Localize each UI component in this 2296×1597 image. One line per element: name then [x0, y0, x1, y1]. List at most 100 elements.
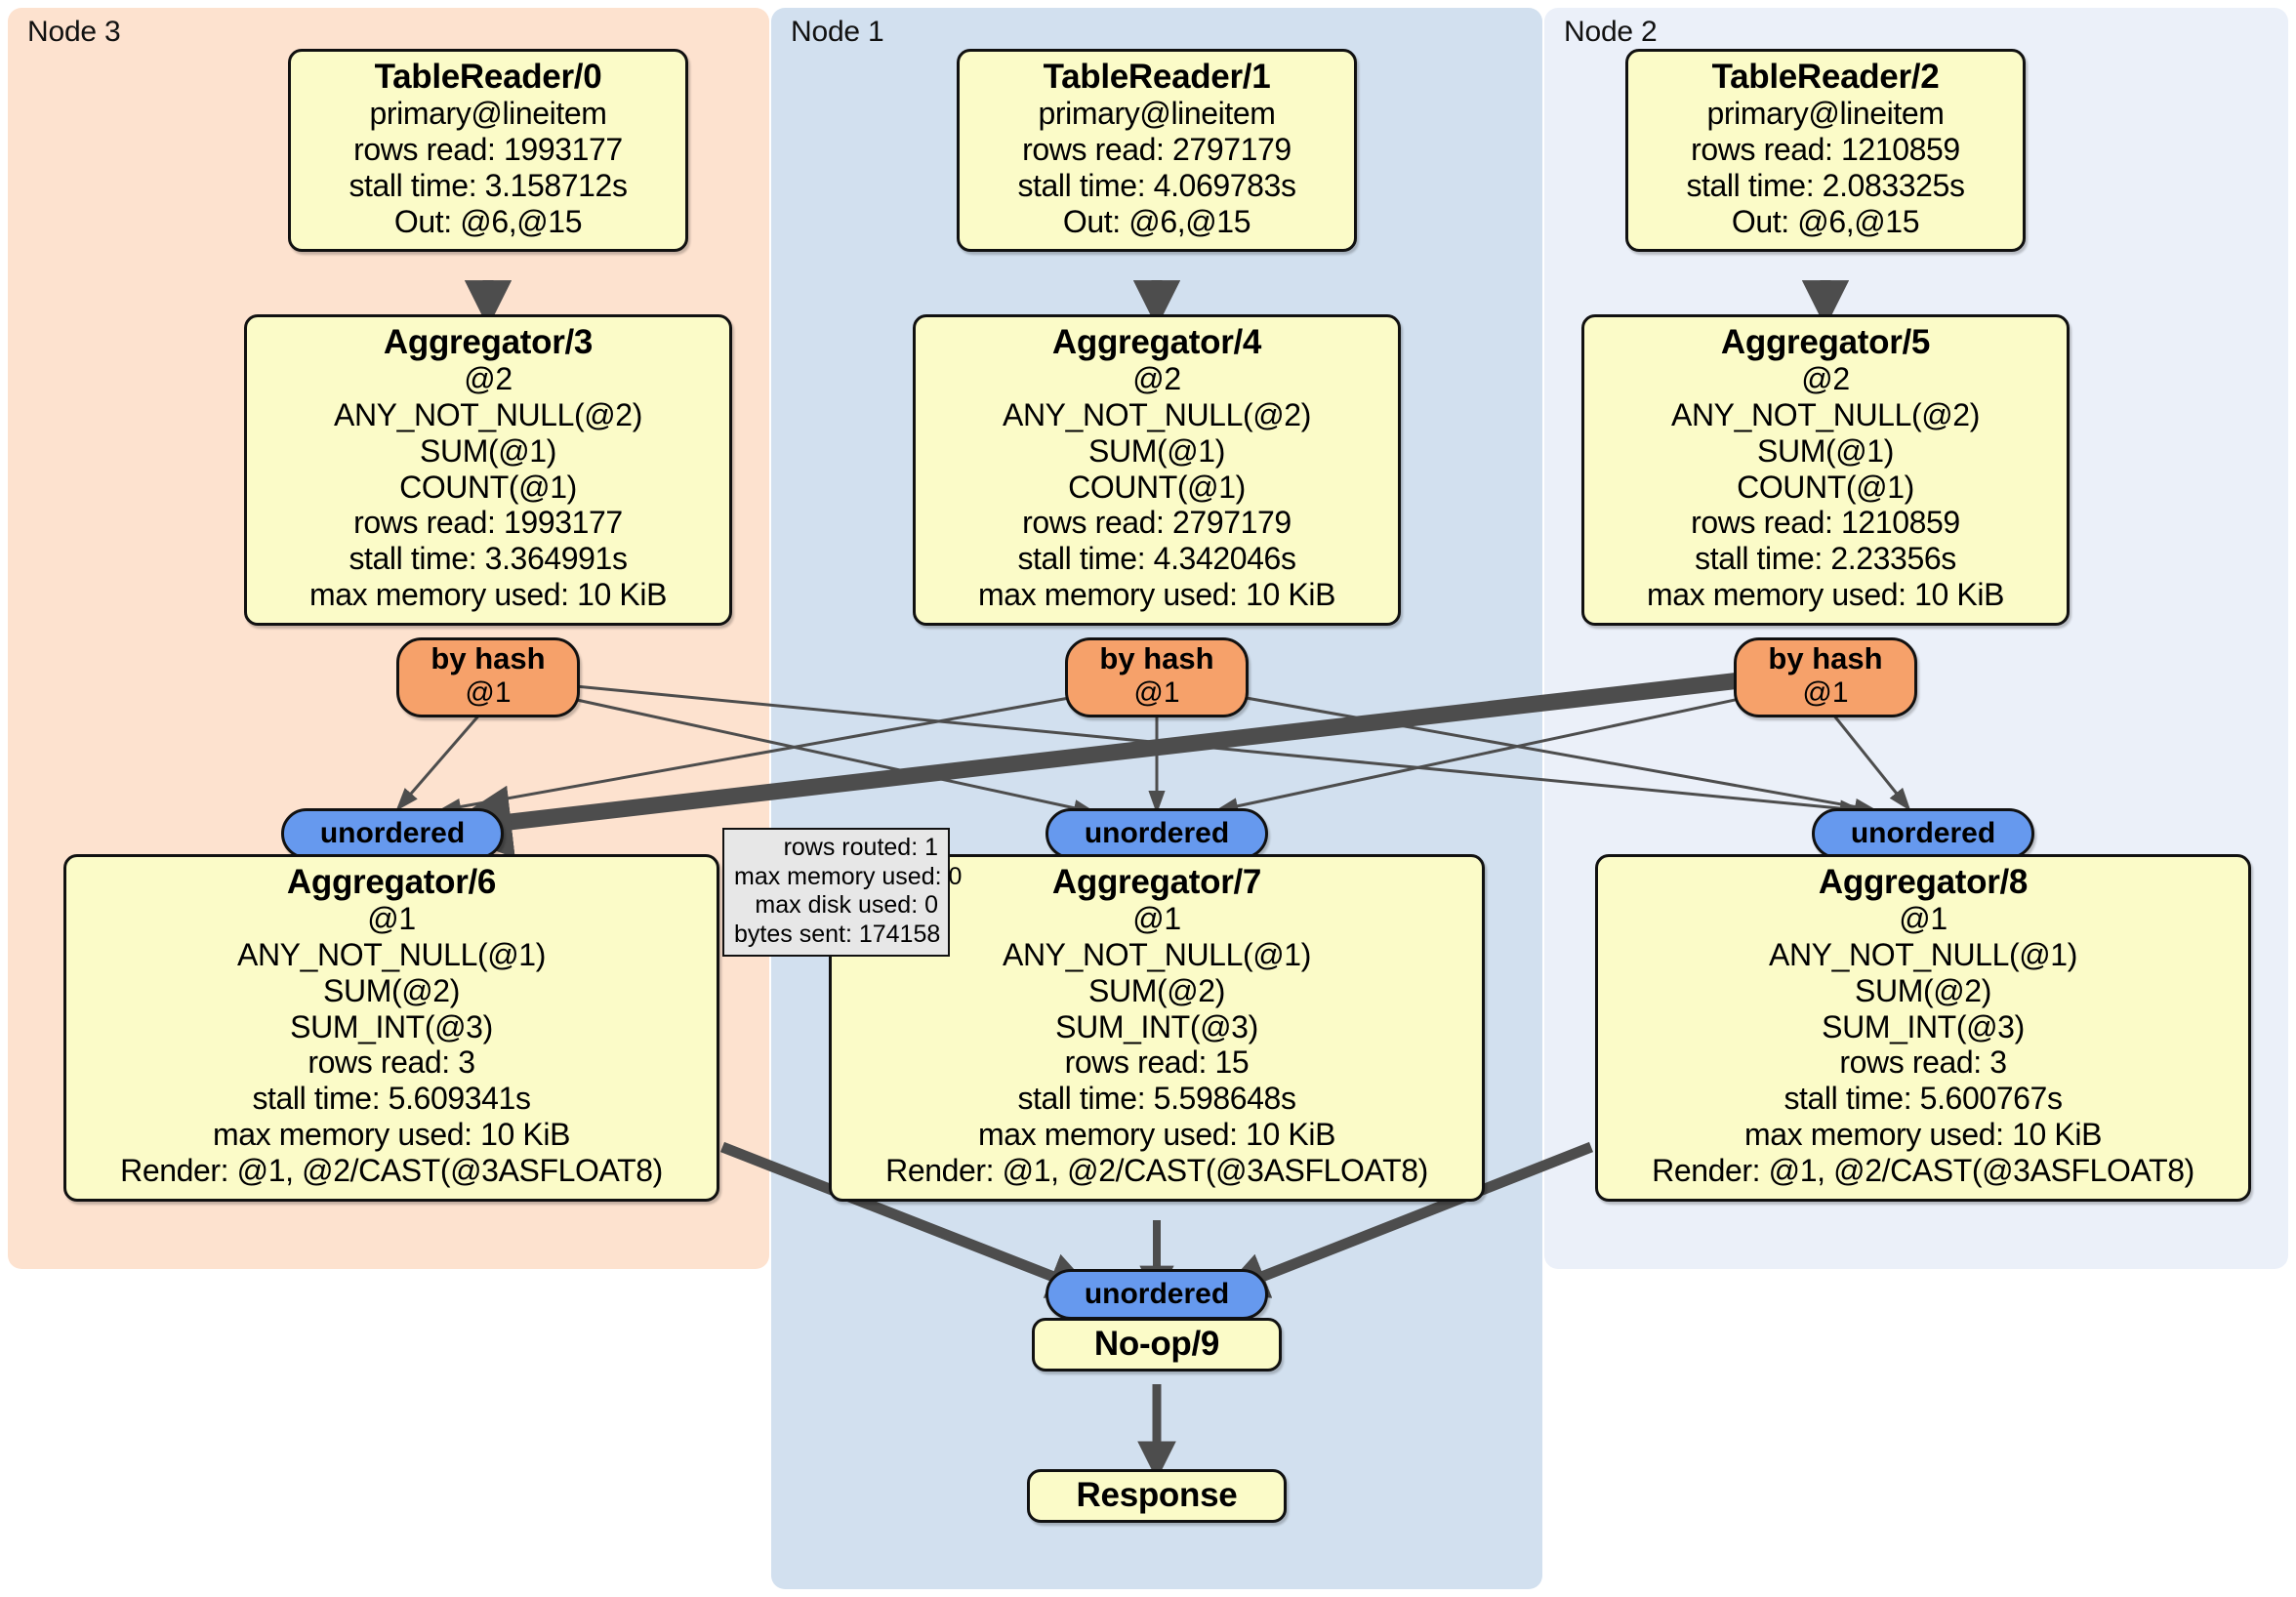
processor-detail: rows read: 15 — [1064, 1044, 1250, 1081]
cluster-label-node1: Node 1 — [791, 16, 884, 48]
processor-aggregator-3[interactable]: Aggregator/3 @2 ANY_NOT_NULL(@2) SUM(@1)… — [244, 314, 732, 626]
processor-title: No-op/9 — [1093, 1325, 1220, 1363]
processor-detail: primary@lineitem — [1706, 96, 1945, 132]
stat-bytes-sent: bytes sent: 174158 — [734, 920, 941, 948]
processor-detail: ANY_NOT_NULL(@2) — [1671, 396, 1980, 432]
processor-noop-9[interactable]: No-op/9 — [1032, 1318, 1282, 1372]
processor-title: Aggregator/4 — [1051, 323, 1262, 361]
processor-detail: max memory used: 10 KiB — [1743, 1116, 2103, 1152]
router-column: @1 — [465, 676, 512, 709]
processor-detail: @2 — [464, 361, 512, 397]
processor-aggregator-6[interactable]: Aggregator/6 @1 ANY_NOT_NULL(@1) SUM(@2)… — [63, 854, 719, 1202]
processor-title: Aggregator/6 — [286, 863, 497, 901]
cluster-label-node3: Node 3 — [27, 16, 121, 48]
stat-rows-routed: rows routed: 1 — [783, 834, 938, 861]
synchronizer-unordered-left[interactable]: unordered — [281, 808, 504, 859]
processor-detail: SUM_INT(@3) — [290, 1008, 493, 1044]
cluster-label-node2: Node 2 — [1564, 16, 1658, 48]
processor-detail: stall time: 5.600767s — [1784, 1081, 2063, 1117]
processor-detail: @2 — [1801, 361, 1850, 397]
processor-detail: Render: @1, @2/CAST(@3ASFLOAT8) — [1652, 1152, 2194, 1188]
processor-detail: max memory used: 10 KiB — [977, 1116, 1336, 1152]
processor-detail: Render: @1, @2/CAST(@3ASFLOAT8) — [885, 1152, 1428, 1188]
processor-detail: stall time: 2.083325s — [1686, 167, 1965, 203]
processor-detail: stall time: 2.23356s — [1695, 541, 1956, 577]
processor-detail: rows read: 1993177 — [353, 505, 623, 541]
processor-detail: SUM(@2) — [1855, 972, 1991, 1008]
stat-max-memory-used: max memory used: 0 — [734, 862, 963, 890]
processor-aggregator-7[interactable]: Aggregator/7 @1 ANY_NOT_NULL(@1) SUM(@2)… — [829, 854, 1485, 1202]
processor-title: TableReader/1 — [1043, 58, 1271, 96]
processor-detail: COUNT(@1) — [1737, 469, 1914, 505]
processor-detail: Out: @6,@15 — [1731, 203, 1920, 239]
router-column: @1 — [1133, 676, 1180, 709]
processor-detail: max memory used: 10 KiB — [212, 1116, 571, 1152]
synchronizer-label: unordered — [1084, 817, 1230, 849]
processor-detail: rows read: 2797179 — [1022, 505, 1292, 541]
router-column: @1 — [1802, 676, 1849, 709]
synchronizer-unordered-final[interactable]: unordered — [1046, 1269, 1268, 1320]
stat-max-disk-used: max disk used: 0 — [755, 891, 938, 919]
processor-detail: primary@lineitem — [369, 96, 607, 132]
processor-detail: SUM(@1) — [1088, 432, 1225, 469]
processor-aggregator-8[interactable]: Aggregator/8 @1 ANY_NOT_NULL(@1) SUM(@2)… — [1595, 854, 2251, 1202]
processor-tablereader-2[interactable]: TableReader/2 primary@lineitem rows read… — [1625, 49, 2026, 253]
processor-detail: @2 — [1132, 361, 1181, 397]
processor-detail: ANY_NOT_NULL(@1) — [1003, 936, 1311, 972]
processor-detail: SUM(@2) — [323, 972, 460, 1008]
processor-detail: max memory used: 10 KiB — [308, 576, 668, 612]
processor-response[interactable]: Response — [1027, 1469, 1287, 1524]
processor-detail: stall time: 3.364991s — [348, 541, 628, 577]
processor-detail: stall time: 5.609341s — [252, 1081, 531, 1117]
processor-aggregator-4[interactable]: Aggregator/4 @2 ANY_NOT_NULL(@2) SUM(@1)… — [913, 314, 1401, 626]
synchronizer-label: unordered — [1084, 1278, 1230, 1310]
processor-detail: rows read: 2797179 — [1022, 131, 1292, 167]
router-title: by hash — [430, 641, 546, 676]
processor-detail: COUNT(@1) — [1068, 469, 1246, 505]
processor-detail: rows read: 1210859 — [1691, 131, 1960, 167]
synchronizer-unordered-right[interactable]: unordered — [1812, 808, 2034, 859]
processor-detail: rows read: 1210859 — [1691, 505, 1960, 541]
processor-title: TableReader/0 — [374, 58, 602, 96]
processor-detail: ANY_NOT_NULL(@1) — [1769, 936, 2077, 972]
processor-title: Aggregator/7 — [1051, 863, 1262, 901]
processor-detail: ANY_NOT_NULL(@2) — [1003, 396, 1311, 432]
router-title: by hash — [1099, 641, 1214, 676]
processor-detail: Render: @1, @2/CAST(@3ASFLOAT8) — [120, 1152, 663, 1188]
processor-detail: max memory used: 10 KiB — [1646, 576, 2005, 612]
processor-detail: rows read: 3 — [308, 1044, 475, 1081]
processor-detail: max memory used: 10 KiB — [977, 576, 1336, 612]
processor-detail: SUM_INT(@3) — [1055, 1008, 1258, 1044]
processor-detail: stall time: 3.158712s — [348, 167, 628, 203]
router-title: by hash — [1768, 641, 1883, 676]
processor-detail: rows read: 3 — [1839, 1044, 2007, 1081]
processor-detail: @1 — [1132, 901, 1181, 937]
processor-detail: SUM_INT(@3) — [1822, 1008, 2025, 1044]
router-by-hash-left[interactable]: by hash @1 — [396, 637, 580, 717]
processor-detail: COUNT(@1) — [399, 469, 577, 505]
processor-aggregator-5[interactable]: Aggregator/5 @2 ANY_NOT_NULL(@2) SUM(@1)… — [1581, 314, 2070, 626]
processor-tablereader-1[interactable]: TableReader/1 primary@lineitem rows read… — [957, 49, 1357, 253]
processor-detail: @1 — [1899, 901, 1948, 937]
processor-title: Response — [1076, 1476, 1238, 1514]
processor-title: TableReader/2 — [1711, 58, 1940, 96]
processor-title: Aggregator/8 — [1818, 863, 2029, 901]
processor-detail: primary@lineitem — [1038, 96, 1276, 132]
processor-detail: stall time: 4.069783s — [1017, 167, 1296, 203]
processor-detail: SUM(@2) — [1088, 972, 1225, 1008]
router-by-hash-center[interactable]: by hash @1 — [1065, 637, 1249, 717]
processor-detail: SUM(@1) — [420, 432, 556, 469]
processor-detail: stall time: 5.598648s — [1017, 1081, 1296, 1117]
synchronizer-unordered-center[interactable]: unordered — [1046, 808, 1268, 859]
processor-tablereader-0[interactable]: TableReader/0 primary@lineitem rows read… — [288, 49, 688, 253]
synchronizer-label: unordered — [1850, 817, 1996, 849]
processor-detail: Out: @6,@15 — [393, 203, 583, 239]
router-by-hash-right[interactable]: by hash @1 — [1734, 637, 1917, 717]
processor-title: Aggregator/3 — [383, 323, 594, 361]
processor-detail: stall time: 4.342046s — [1017, 541, 1296, 577]
processor-detail: SUM(@1) — [1757, 432, 1894, 469]
processor-detail: Out: @6,@15 — [1062, 203, 1251, 239]
processor-detail: rows read: 1993177 — [353, 131, 623, 167]
synchronizer-label: unordered — [319, 817, 466, 849]
